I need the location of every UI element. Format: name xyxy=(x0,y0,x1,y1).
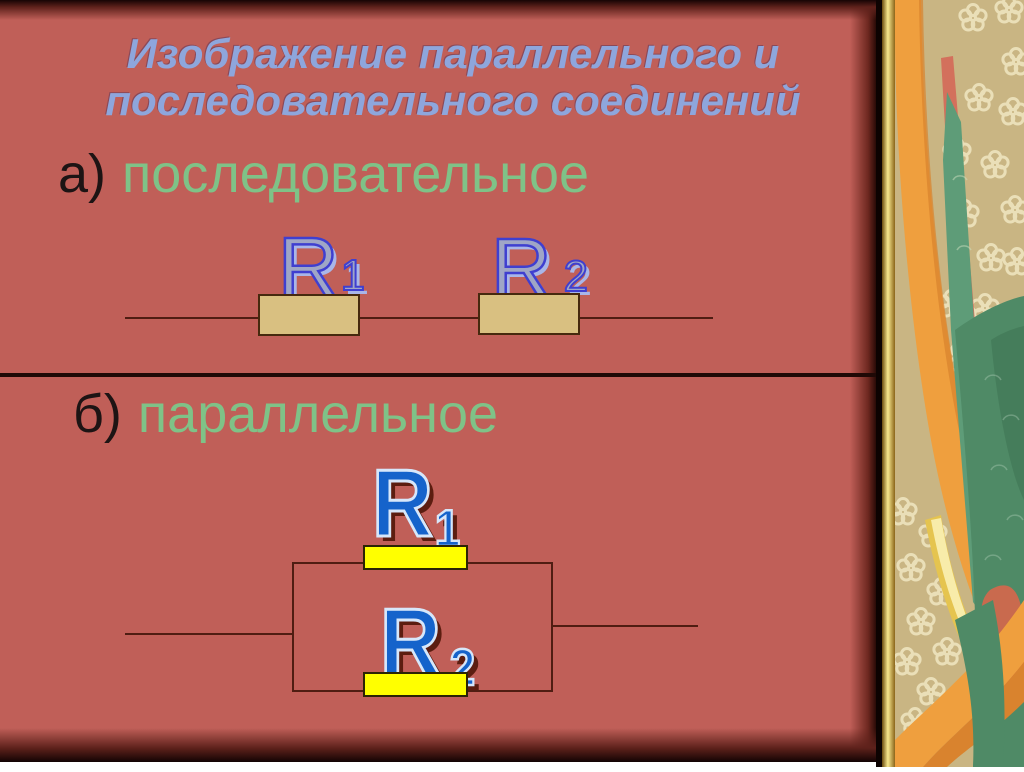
series-resistor1 xyxy=(258,294,360,336)
parallel-resistor1 xyxy=(363,545,468,570)
parallel-resistor2 xyxy=(363,672,468,697)
kimono-border-svg xyxy=(888,0,1024,767)
section-divider-line xyxy=(0,373,876,377)
series-resistor2 xyxy=(478,293,580,335)
series-wire xyxy=(125,317,713,319)
section-a-heading: а)последовательное xyxy=(58,147,589,201)
section-a-marker: а) xyxy=(58,144,107,204)
kimono-border-art xyxy=(888,0,1024,767)
section-b-heading: б)параллельное xyxy=(73,387,498,441)
border-gold-bar xyxy=(882,0,895,767)
border-black-strip xyxy=(876,0,882,767)
parallel-resistor1-label: R1 xyxy=(371,450,462,558)
parallel-left-wire xyxy=(125,633,292,635)
section-b-label: параллельное xyxy=(137,384,499,444)
slide-title: Изображение параллельного и последовател… xyxy=(30,30,876,124)
parallel-right-wire xyxy=(553,625,698,627)
section-b-marker: б) xyxy=(73,384,122,444)
title-line1: Изображение параллельного и xyxy=(126,30,780,77)
slide-background: Изображение параллельного и последовател… xyxy=(0,0,876,762)
section-a-label: последовательное xyxy=(122,144,590,204)
title-line2: последовательного соединений xyxy=(105,77,801,124)
